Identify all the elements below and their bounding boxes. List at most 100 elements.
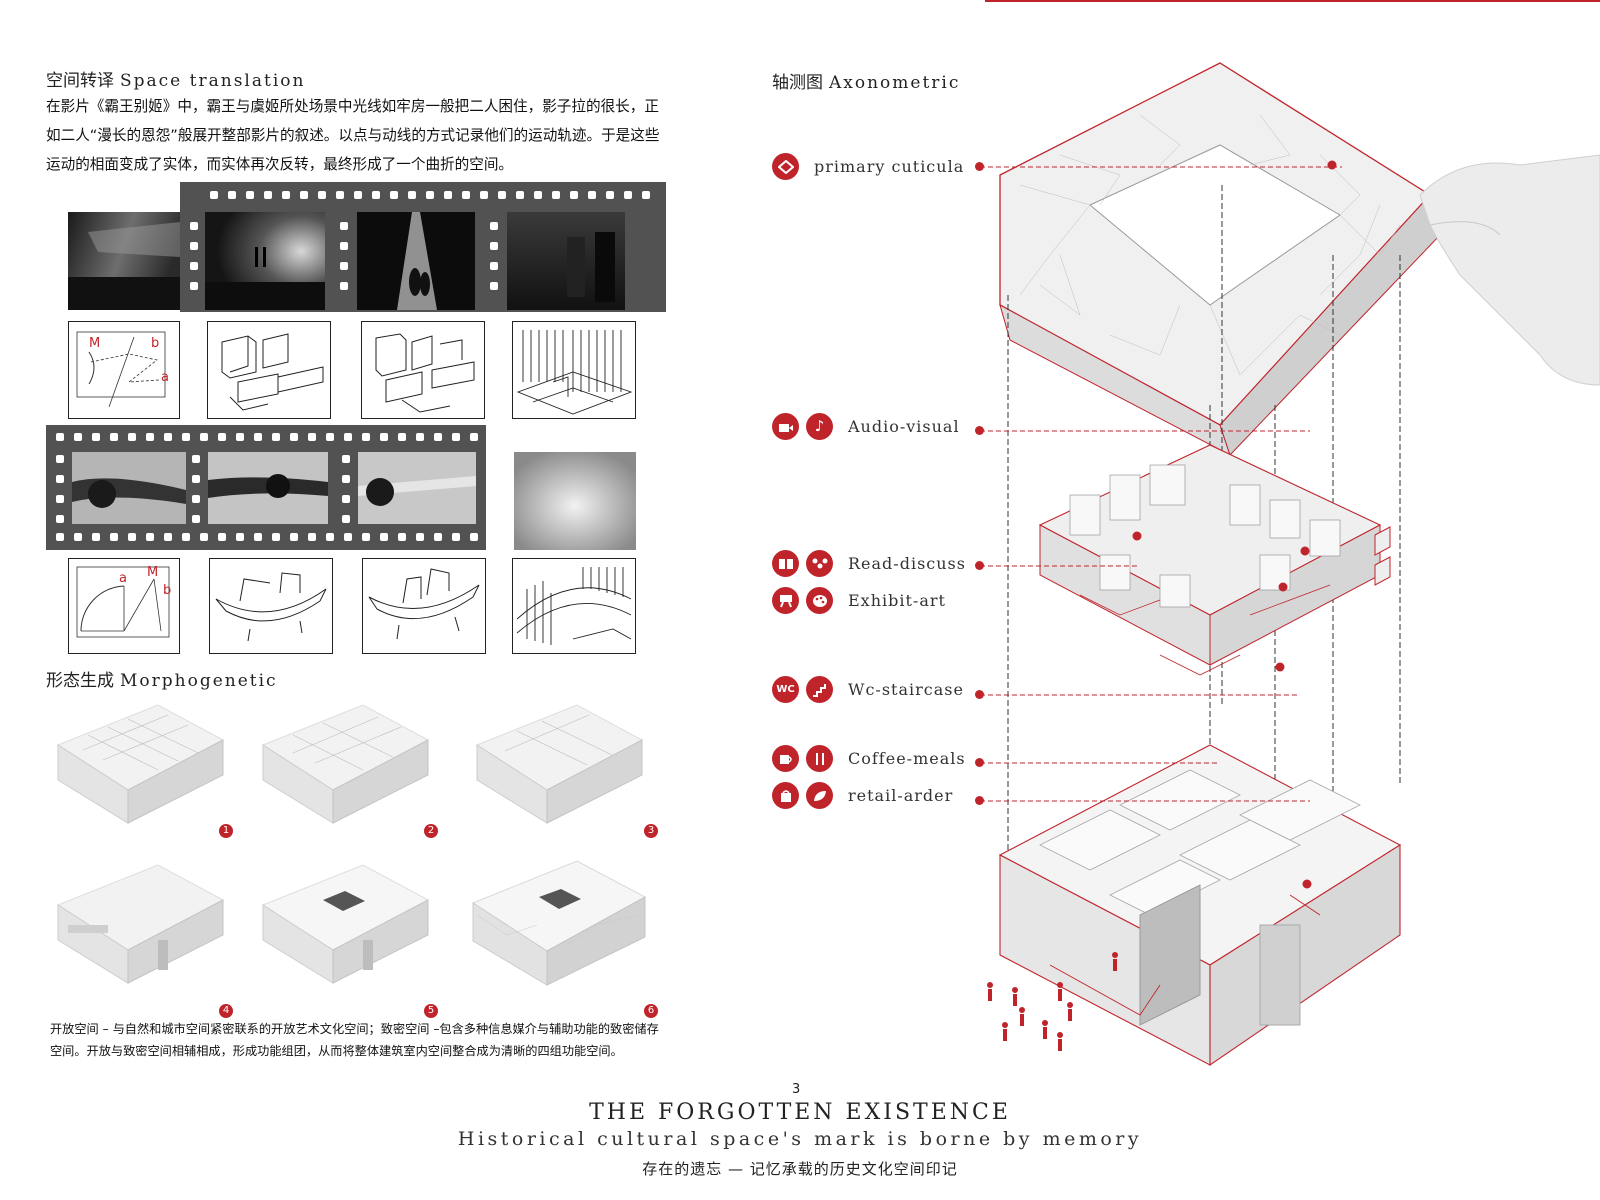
boat-sketch-graphic — [215, 572, 327, 642]
sketch-trajectory-1: M b a — [68, 321, 180, 419]
base-building — [998, 744, 1402, 1067]
hand-illustration — [1419, 154, 1600, 386]
morph-model-6 — [467, 855, 647, 995]
trajectory-lines-graphic — [76, 331, 166, 408]
volume-sketch-graphic — [221, 333, 324, 411]
morph-step-number-2: 2 — [427, 825, 435, 836]
film-frame-3 — [357, 212, 475, 310]
axonometric-drawing — [960, 55, 1600, 1090]
axonometric-heading-zh: 轴测图 — [772, 73, 823, 93]
massing-model-graphic — [261, 864, 430, 984]
interior-sketch-graphic — [516, 567, 632, 645]
palette-icon — [806, 587, 833, 614]
morph-model-5 — [253, 855, 433, 995]
axonometric-heading: 轴测图 Axonometric — [772, 68, 960, 93]
massing-model-graphic — [475, 704, 644, 824]
leaf-icon — [806, 782, 833, 809]
morph-model-3 — [467, 695, 647, 835]
film-frame-1-image — [68, 212, 180, 310]
morphogenetic-heading: 形态生成 Morphogenetic — [46, 666, 278, 691]
film-strip-1-holes — [180, 182, 666, 312]
legend-row-exhibit-art: Exhibit-art — [772, 587, 946, 614]
axonometric-heading-en: Axonometric — [829, 73, 961, 93]
page-number: 3 — [792, 1082, 801, 1097]
legend-dot-read-discuss — [975, 561, 984, 570]
morph-step-badge-4: 4 — [219, 1004, 233, 1018]
boat-sketch-graphic — [368, 568, 480, 640]
film-frame-5-image — [72, 452, 186, 524]
camera-icon — [772, 413, 799, 440]
film-frame-3-image — [357, 212, 475, 310]
legend-row-coffee-meals: Coffee-meals — [772, 745, 966, 772]
footer-subtitle: Historical cultural space's mark is born… — [457, 1128, 1143, 1150]
morph-step-number-6: 6 — [647, 1005, 655, 1016]
cuticula-shell — [999, 62, 1441, 457]
morphogenetic-text: 开放空间 – 与自然和城市空间紧密联系的开放艺术文化空间；致密空间 –包含多种信… — [50, 1022, 659, 1058]
film-frame-4 — [507, 212, 625, 310]
morphogenetic-heading-en: Morphogenetic — [120, 671, 278, 691]
interior-sketch-graphic — [516, 330, 633, 415]
legend-label-retail-arder: retail-arder — [848, 786, 954, 805]
group-icon — [806, 550, 833, 577]
morph-step-number-1: 1 — [222, 825, 230, 836]
film-frame-7-image — [358, 452, 476, 524]
morph-model-4 — [48, 855, 228, 995]
legend-label-wc-staircase: Wc-staircase — [848, 680, 964, 699]
film-frame-7 — [358, 452, 476, 524]
space-translation-heading-zh: 空间转译 — [46, 71, 114, 91]
legend-row-wc-staircase: WC Wc-staircase — [772, 676, 964, 703]
sketch-volume-1 — [207, 321, 331, 419]
trajectory-lines-graphic — [76, 566, 170, 638]
morph-step-number-4: 4 — [222, 1005, 230, 1016]
film-frame-8 — [514, 452, 636, 550]
sketch-boat-1 — [209, 558, 333, 654]
legend-label-coffee-meals: Coffee-meals — [848, 749, 966, 768]
film-holes-graphic — [56, 433, 478, 541]
leader-line-read-discuss — [980, 565, 1140, 567]
leader-line-wc-staircase — [980, 694, 1300, 696]
film-frame-4-image — [507, 212, 625, 310]
film-strip-2-holes — [46, 425, 486, 550]
layers-icon — [772, 153, 799, 180]
morph-step-badge-3: 3 — [644, 824, 658, 838]
film-holes-graphic — [190, 191, 650, 290]
sketch-marker-b2: b — [163, 583, 172, 598]
wc-icon: WC — [772, 676, 799, 703]
sketch-marker-b: b — [151, 336, 160, 351]
space-translation-text: 在影片《霸王别姬》中，霸王与虞姬所处场景中光线如牢房一般把二人困住，影子拉的很长… — [46, 98, 660, 173]
easel-icon — [772, 587, 799, 614]
leader-line-audio-visual — [980, 430, 1310, 432]
morph-step-badge-2: 2 — [424, 824, 438, 838]
massing-model-graphic — [261, 704, 430, 824]
legend-dot-audio-visual — [975, 426, 984, 435]
film-frame-5 — [72, 452, 186, 524]
morphogenetic-heading-zh: 形态生成 — [46, 671, 114, 691]
legend-label-audio-visual: Audio-visual — [848, 417, 960, 436]
legend-label-read-discuss: Read-discuss — [848, 554, 966, 573]
legend-row-read-discuss: Read-discuss — [772, 550, 966, 577]
space-translation-heading-en: Space translation — [120, 71, 306, 91]
cutlery-icon — [806, 745, 833, 772]
film-frame-1 — [68, 212, 180, 310]
morph-step-badge-6: 6 — [644, 1004, 658, 1018]
massing-model-graphic — [471, 860, 647, 986]
morph-step-badge-5: 5 — [424, 1004, 438, 1018]
legend-dot-wc-staircase — [975, 690, 984, 699]
sketch-marker-a2: a — [119, 571, 127, 586]
footer-title: THE FORGOTTEN EXISTENCE — [589, 1100, 1011, 1125]
pedestrian-figures — [987, 952, 1118, 1051]
morph-step-badge-1: 1 — [219, 824, 233, 838]
legend-label-exhibit-art: Exhibit-art — [848, 591, 946, 610]
staircase-icon — [806, 676, 833, 703]
sketch-marker-m: M — [89, 336, 101, 351]
film-frame-6 — [208, 452, 328, 524]
footer-title-zh: 存在的遗忘 — 记忆承载的历史文化空间印记 — [642, 1160, 958, 1178]
exploded-axonometric-graphic — [987, 62, 1600, 1067]
interior-blocks — [1038, 444, 1391, 676]
leader-line-retail-arder — [980, 800, 1310, 802]
sketch-volume-2 — [361, 321, 485, 419]
massing-model-graphic — [56, 704, 225, 824]
morph-step-number-3: 3 — [647, 825, 655, 836]
book-icon — [772, 550, 799, 577]
film-frame-6-image — [208, 452, 328, 524]
